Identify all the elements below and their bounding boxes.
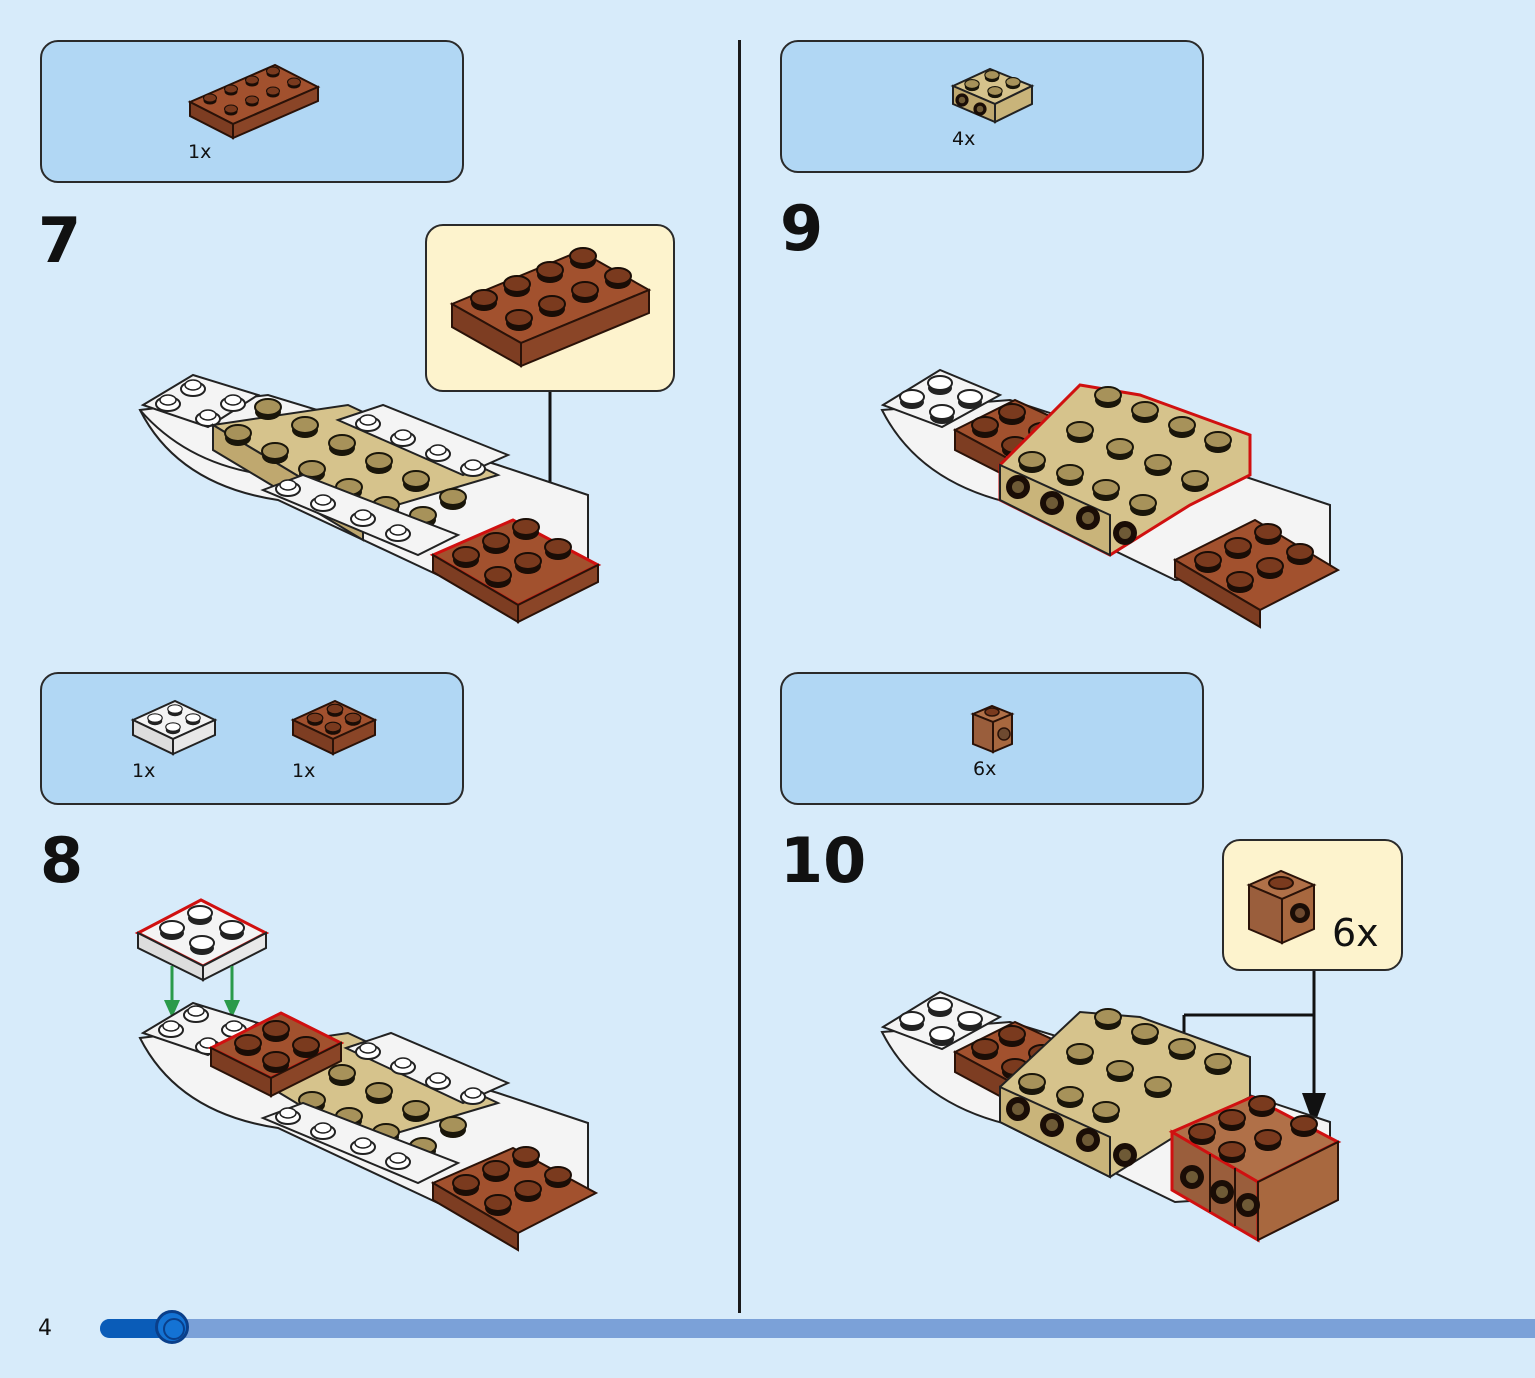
white-plate-2x2-part bbox=[130, 699, 218, 756]
brown-plate-2x4-part bbox=[187, 63, 321, 140]
parts-box-step-10: 6x bbox=[780, 672, 1204, 805]
part-qty: 1x bbox=[188, 141, 212, 163]
step-number: 9 bbox=[780, 192, 824, 265]
callout-step-10: 6x bbox=[1222, 839, 1403, 971]
callout-step-7 bbox=[425, 224, 675, 392]
step-number: 10 bbox=[780, 824, 867, 897]
brown-brick-1x1-part bbox=[970, 704, 1015, 754]
part-qty: 1x bbox=[292, 760, 316, 782]
parts-box-step-9: 4x bbox=[780, 40, 1204, 173]
part-qty: 4x bbox=[952, 128, 976, 150]
boat-model-step-9 bbox=[880, 368, 1341, 629]
parts-box-step-7: 1x bbox=[40, 40, 464, 183]
part-qty: 1x bbox=[132, 760, 156, 782]
progress-track bbox=[100, 1319, 1535, 1338]
progress-fill bbox=[100, 1319, 172, 1338]
step-number: 8 bbox=[40, 824, 84, 897]
brown-plate-2x4-callout bbox=[449, 247, 652, 368]
step-number: 7 bbox=[38, 204, 82, 277]
boat-model-step-8 bbox=[134, 898, 599, 1252]
page-divider bbox=[738, 40, 741, 1313]
parts-box-step-8: 1x 1x bbox=[40, 672, 464, 805]
part-qty: 6x bbox=[973, 758, 997, 780]
callout-qty: 6x bbox=[1332, 911, 1379, 955]
boat-model-step-7 bbox=[138, 373, 602, 624]
brown-plate-2x2-part bbox=[290, 699, 378, 756]
page-number: 4 bbox=[38, 1316, 52, 1341]
boat-model-step-10 bbox=[880, 990, 1342, 1243]
tan-bracket-2x2-part bbox=[950, 67, 1035, 124]
progress-knob[interactable] bbox=[154, 1310, 189, 1344]
brown-brick-1x1-callout bbox=[1246, 869, 1317, 945]
